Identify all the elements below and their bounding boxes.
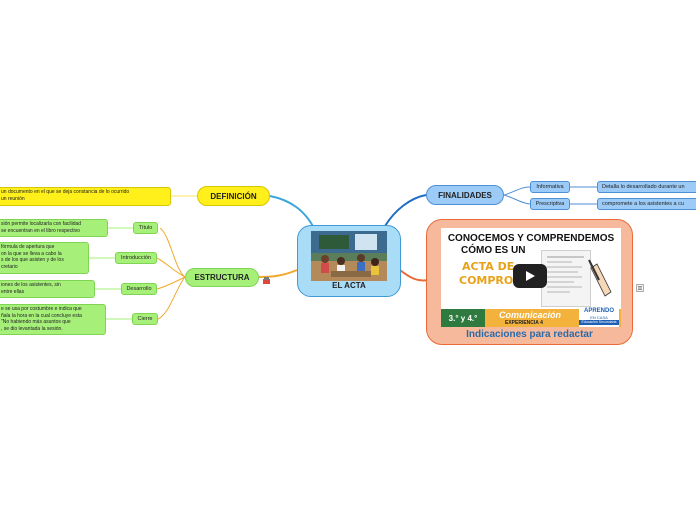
edge-finalidades — [384, 194, 427, 227]
video-thumbnail[interactable]: CONOCEMOS Y COMPRENDEMOS CÓMO ES UN ACTA… — [441, 228, 621, 327]
topic-finalidades[interactable]: FINALIDADES — [426, 185, 504, 205]
prescriptiva-text[interactable]: compromete a los asistentes a cu — [597, 198, 696, 210]
central-topic-title: EL ACTA — [332, 281, 366, 290]
thumb-line-2: CÓMO ES UN — [461, 245, 526, 256]
subtopic-desarrollo[interactable]: Desarrollo — [121, 283, 157, 295]
definicion-text[interactable]: un documento en el que se deja constanci… — [0, 187, 171, 206]
edge-video — [399, 269, 429, 282]
edge-introduccion — [156, 257, 186, 278]
edge-desarrollo — [156, 276, 186, 290]
subtopic-cierre[interactable]: Cierre — [132, 313, 158, 325]
cierre-text[interactable]: e se usa por costumbre e indica que ñala… — [0, 304, 106, 335]
subtopic-informativa[interactable]: Informativa — [530, 181, 570, 193]
note-icon[interactable] — [636, 279, 644, 297]
thumb-brand: APRENDO EN CASA Educación Secundaria — [579, 308, 619, 327]
thumb-grade: 3.° y 4.° — [441, 309, 485, 327]
thumb-experience: EXPERIENCIA 4 — [505, 320, 543, 326]
thumb-line-1: CONOCEMOS Y COMPRENDEMOS — [447, 233, 615, 244]
play-icon[interactable] — [513, 264, 547, 288]
edge-titulo — [159, 227, 186, 278]
thumb-footer — [441, 309, 621, 327]
desarrollo-text[interactable]: iones de los asistentes, sin entre ellas — [0, 280, 95, 298]
thumb-subject: Comunicación — [499, 310, 562, 320]
video-topic[interactable]: CONOCEMOS Y COMPRENDEMOS CÓMO ES UN ACTA… — [426, 219, 633, 345]
introduccion-text[interactable]: fórmula de apertura que on la que se lle… — [0, 242, 89, 274]
hand-pencil-illustration — [587, 258, 617, 308]
subtopic-introduccion[interactable]: Introducción — [115, 252, 157, 264]
titulo-text[interactable]: sión permite localizarla con facilidad s… — [0, 219, 108, 237]
thumb-highlight-1: ACTA DE — [462, 260, 515, 273]
edge-estructura — [258, 269, 298, 278]
informativa-text[interactable]: Detalla lo desarrollado durante un — [597, 181, 696, 193]
edge-cierre — [157, 276, 186, 320]
classroom-photo — [311, 231, 387, 281]
topic-estructura[interactable]: ESTRUCTURA — [185, 268, 259, 287]
video-caption: Indicaciones para redactar — [466, 329, 593, 340]
central-topic[interactable]: EL ACTA — [297, 225, 401, 297]
attachment-icon[interactable] — [262, 272, 271, 290]
topic-definicion[interactable]: DEFINICIÓN — [197, 186, 270, 206]
subtopic-titulo[interactable]: Título — [133, 222, 158, 234]
subtopic-prescriptiva[interactable]: Prescriptiva — [530, 198, 570, 210]
document-illustration — [541, 250, 591, 307]
